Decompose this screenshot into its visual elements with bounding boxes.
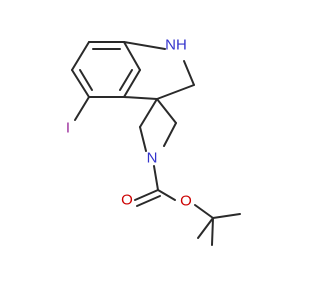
spiro-azetidine-indoline-structure: NH I N O O [66,37,241,246]
ester-o-label: O [180,193,192,210]
boc-group [134,165,241,246]
indoline-ring [123,41,195,100]
c-i-bond [74,96,90,121]
iodine-label: I [66,120,70,137]
carbonyl-o-label: O [121,192,133,209]
nh-label: NH [165,37,187,54]
azetidine-ring [139,98,177,152]
azetidine-n-label: N [147,150,158,167]
benzene-ring [71,41,141,98]
